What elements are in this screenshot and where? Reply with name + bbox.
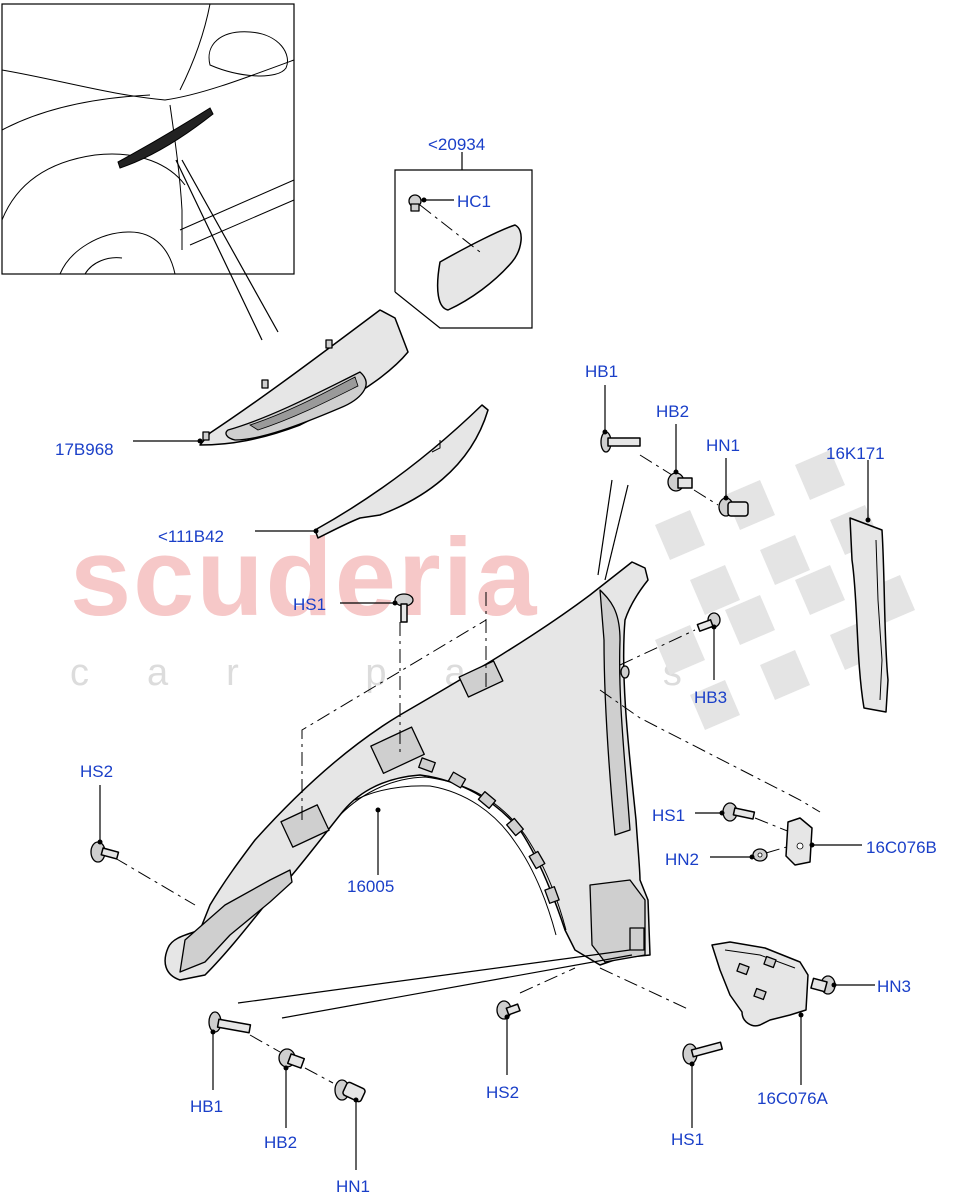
watermark-checker-flag bbox=[655, 450, 915, 730]
label-hb3: HB3 bbox=[694, 688, 727, 707]
label-16c076a: 16C076A bbox=[757, 1089, 829, 1108]
bolt-hs2-bottom-icon bbox=[496, 1000, 521, 1020]
label-hs1-mid: HS1 bbox=[652, 806, 685, 825]
rivnut-hn1-top-icon bbox=[718, 497, 749, 517]
label-hs2-bottom: HS2 bbox=[486, 1083, 519, 1102]
label-hb1-bottom: HB1 bbox=[190, 1097, 223, 1116]
nut-hb2-top-icon bbox=[667, 472, 693, 492]
bolt-hb3-icon bbox=[696, 612, 721, 632]
watermark-tagline: car parts bbox=[70, 652, 740, 694]
label-111b42: <111B42 bbox=[158, 527, 224, 546]
watermark-brand: scuderia bbox=[70, 516, 538, 639]
label-hb2-bottom: HB2 bbox=[264, 1133, 297, 1152]
bracket-16c076a bbox=[711, 941, 809, 1027]
bolt-hb1-bottom-icon bbox=[208, 1011, 252, 1034]
label-hn3: HN3 bbox=[877, 977, 911, 996]
label-20934: <20934 bbox=[428, 135, 485, 154]
label-hn1-bottom: HN1 bbox=[336, 1177, 370, 1196]
nut-hn2-icon bbox=[752, 848, 768, 862]
label-hs2-left: HS2 bbox=[80, 762, 113, 781]
nut-hn3-icon bbox=[810, 975, 836, 995]
bracket-16c076b bbox=[785, 817, 813, 866]
fender-16005 bbox=[164, 561, 651, 981]
clip-hc1-icon bbox=[408, 194, 422, 212]
vent-trim-17b968 bbox=[199, 309, 409, 446]
bolt-hs2-left-icon bbox=[90, 841, 120, 863]
vehicle-inset bbox=[1, 3, 295, 275]
nut-hb2-bottom-icon bbox=[278, 1048, 306, 1069]
label-hb2-top: HB2 bbox=[656, 402, 689, 421]
bolt-hs1-bottom-icon bbox=[682, 1041, 724, 1065]
label-hs1-top: HS1 bbox=[293, 595, 326, 614]
seal-111b42 bbox=[314, 404, 489, 539]
bolt-hs1-top-icon bbox=[394, 593, 414, 623]
label-17b968: 17B968 bbox=[55, 440, 114, 459]
label-16005: 16005 bbox=[347, 877, 394, 896]
label-hc1: HC1 bbox=[457, 192, 491, 211]
label-hn2: HN2 bbox=[665, 850, 699, 869]
rivnut-hn1-bottom-icon bbox=[334, 1079, 366, 1103]
foam-strip-16k171 bbox=[849, 517, 889, 713]
label-16c076b: 16C076B bbox=[866, 838, 937, 857]
label-hb1-top: HB1 bbox=[585, 362, 618, 381]
label-hs1-bottom: HS1 bbox=[671, 1130, 704, 1149]
label-hn1-top: HN1 bbox=[706, 436, 740, 455]
bolt-hs1-mid-icon bbox=[722, 802, 756, 822]
bolt-hb1-top-icon bbox=[600, 431, 641, 453]
kit-20934-box bbox=[394, 152, 533, 329]
label-16k171: 16K171 bbox=[826, 444, 885, 463]
